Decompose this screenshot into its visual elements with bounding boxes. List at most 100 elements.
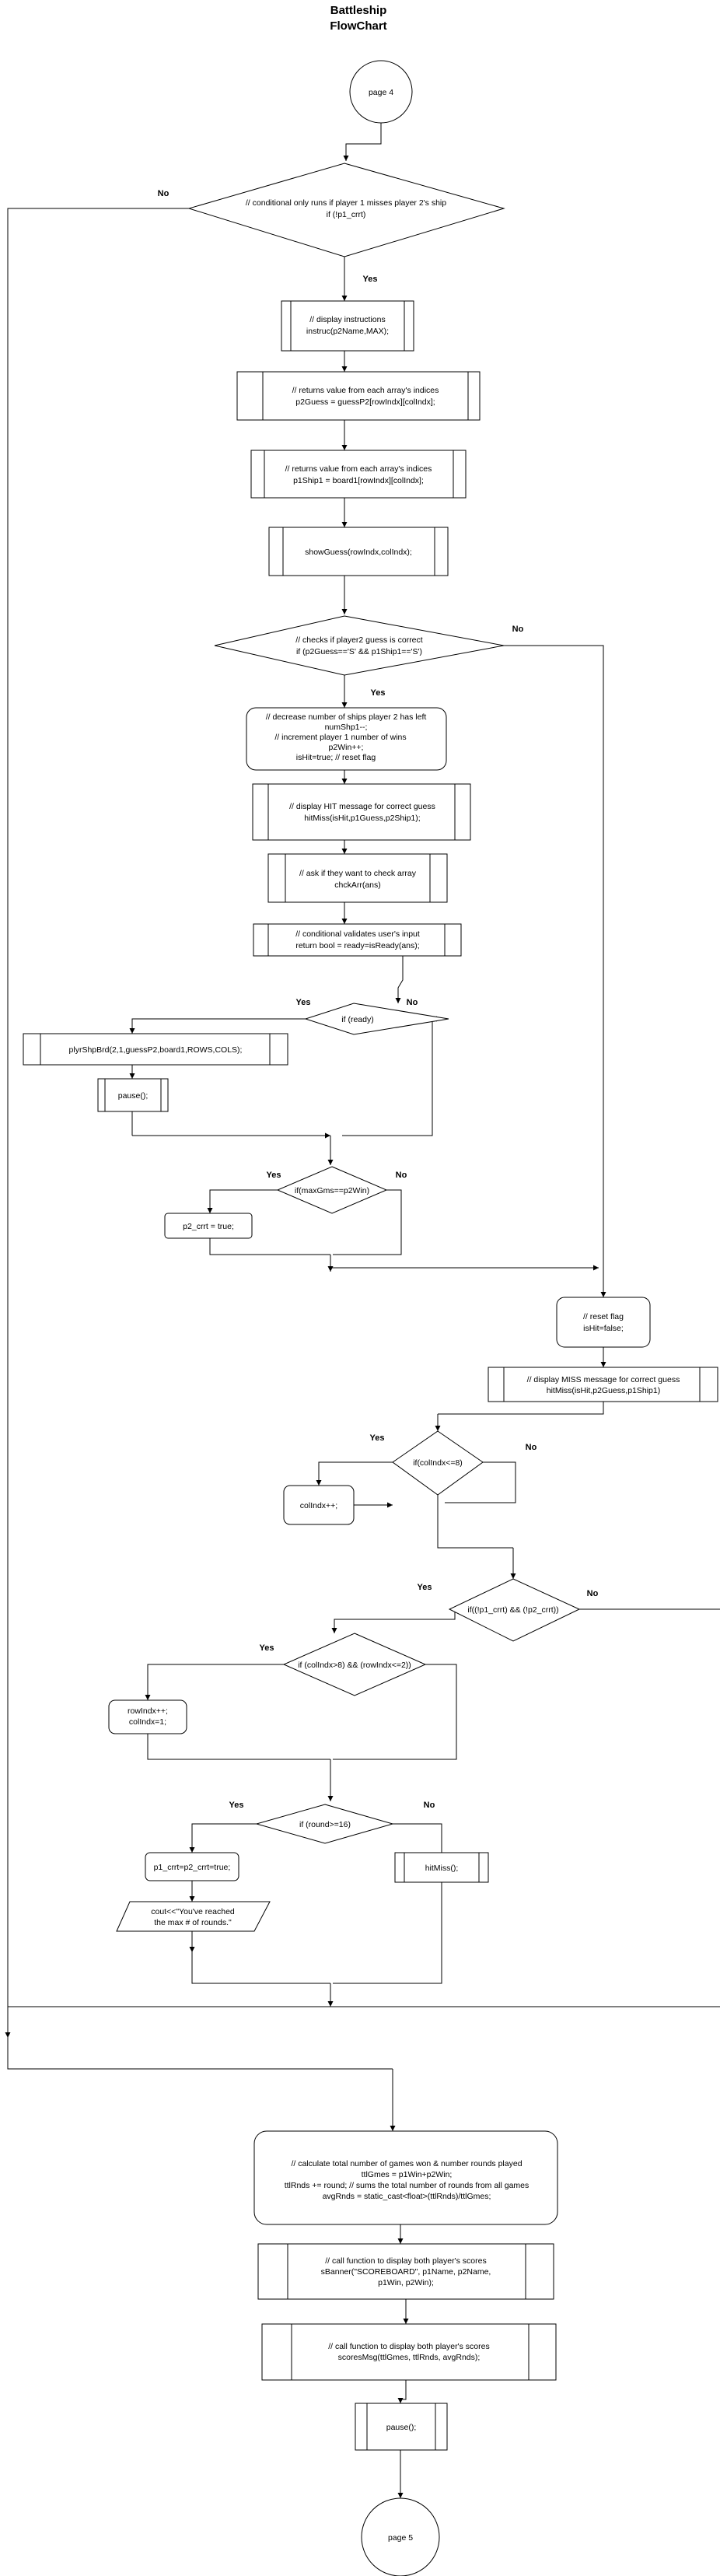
sbanner-line3: p1Win, p2Win); [378, 2278, 434, 2287]
hitmsg-line1: // display HIT message for correct guess [289, 802, 435, 811]
decision-p1-miss [187, 163, 505, 257]
subprocess-scoresmsg [261, 2323, 557, 2381]
subprocess-sbanner [257, 2243, 554, 2300]
missmsg-line1: // display MISS message for correct gues… [527, 1375, 680, 1384]
if-col-text: if(colIndx<=8) [413, 1458, 463, 1468]
edge-miss-left [438, 1402, 604, 1415]
instruc-line1: // display instructions [309, 315, 385, 324]
label-no-check: No [512, 625, 524, 634]
edge-left-to-calc [7, 2038, 393, 2070]
edge-cout-merge [191, 1931, 330, 1984]
label-no-both: No [587, 1589, 599, 1598]
edge-ifcol-yes [316, 1461, 393, 1486]
connector-page4 [349, 60, 413, 124]
if-both-text: if((!p1_crrt) && (!p2_crrt)) [467, 1605, 558, 1615]
subprocess-plyrshpbrd [23, 1033, 288, 1066]
pause1-text: pause(); [118, 1091, 149, 1101]
label-yes-check: Yes [371, 688, 386, 698]
label-no-ready: No [407, 998, 418, 1007]
rowinc-line2: colIndx=1; [129, 1717, 166, 1727]
hitmsg-line2: hitMiss(isHit,p1Guess,p2Ship1); [304, 814, 420, 823]
sbanner-line2: sBanner("SCOREBOARD", p1Name, p2Name, [321, 2267, 491, 2277]
instruc-line2: instruc(p2Name,MAX); [306, 327, 389, 336]
diagram-title-line2: FlowChart [330, 19, 386, 33]
edge-ifcolrow-no [333, 1664, 457, 1760]
p2crrt-text: p2_crrt = true; [183, 1222, 234, 1231]
edges [5, 123, 720, 2498]
p1ship-line1: // returns value from each array's indic… [285, 464, 432, 474]
p1ship-line2: p1Ship1 = board1[rowIndx][colIndx]; [293, 476, 424, 485]
process-p1crrt [145, 1852, 239, 1881]
edge-page4-to-cond [343, 123, 382, 161]
process-reset-flag [556, 1297, 651, 1348]
edge-rowinc-down [147, 1734, 330, 1760]
isready-line2: return bool = ready=isReady(ans); [295, 941, 419, 950]
cond-p1miss-line2: if (!p1_crrt) [327, 210, 366, 219]
edge-ready-ifready [395, 956, 404, 1003]
process-rowindx-inc [108, 1699, 187, 1734]
page5-text: page 5 [388, 2533, 413, 2543]
if-max-text: if(maxGms==p2Win) [295, 1186, 369, 1195]
edge-ifcol-no [445, 1461, 516, 1503]
decision-if-both-not-correct [448, 1578, 581, 1642]
edge-ifmax-no [333, 1189, 402, 1255]
decrease-line5: isHit=true; // reset flag [296, 753, 376, 762]
page4-text: page 4 [369, 88, 393, 97]
edge-check-no [504, 645, 604, 1244]
label-yes-round: Yes [229, 1801, 244, 1810]
decision-if-round [255, 1804, 394, 1844]
edge-ifround-no [393, 1823, 442, 1853]
decision-if-colindx [392, 1430, 484, 1496]
plyrshp-text: plyrShpBrd(2,1,guessP2,board1,ROWS,COLS)… [69, 1045, 243, 1055]
calc-line2: ttlGmes = p1Win+p2Win; [362, 2170, 453, 2179]
colinc-text: colIndx++; [300, 1501, 337, 1510]
process-colindx-inc [283, 1485, 355, 1525]
rowinc-line1: rowIndx++; [128, 1706, 168, 1716]
cout-line2: the max # of rounds." [154, 1918, 232, 1927]
missmsg-line2: hitMiss(isHit,p2Guess,p1Ship1) [547, 1386, 660, 1395]
label-yes-colrow: Yes [260, 1643, 274, 1653]
if-ready-text: if (ready) [341, 1015, 373, 1024]
subprocess-p2guess [236, 371, 481, 421]
label-yes-ready: Yes [296, 998, 311, 1007]
subprocess-isready [253, 923, 462, 957]
subprocess-p1ship [250, 450, 467, 499]
calc-line1: // calculate total number of games won &… [291, 2159, 522, 2168]
decision-if-ready [304, 1003, 449, 1035]
reset-flag-line1: // reset flag [583, 1312, 624, 1321]
calc-line4: avgRnds = static_cast<float>(ttlRnds)/tt… [323, 2192, 491, 2201]
subprocess-showguess [268, 527, 449, 576]
pause2-text: pause(); [386, 2423, 417, 2432]
edge-labels: No Yes No Yes Yes No Yes No Yes No Yes N… [158, 189, 599, 1810]
label-no-round: No [424, 1801, 435, 1810]
subprocess-hitmsg [252, 783, 471, 841]
check-guess-line2: if (p2Guess=='S' && p1Ship1=='S') [296, 647, 422, 656]
edge-ifboth-no-down [8, 2006, 720, 2007]
io-cout-max-rounds [116, 1901, 271, 1932]
showguess-text: showGuess(rowIndx,colIndx); [305, 548, 412, 557]
p1crrt-text: p1_crrt=p2_crrt=true; [154, 1863, 231, 1872]
p2guess-line1: // returns value from each array's indic… [292, 386, 439, 395]
subprocess-chckarr [267, 853, 448, 903]
p2guess-line2: p2Guess = guessP2[rowIndx][colIndx]; [295, 397, 435, 407]
edge-hitmiss-merge [333, 1882, 442, 1984]
decrease-line3: // increment player 1 number of wins [274, 733, 406, 742]
decrease-line1: // decrease number of ships player 2 has… [266, 712, 427, 722]
edge-scores-pause [397, 2380, 407, 2403]
sbanner-line1: // call function to display both player'… [325, 2256, 486, 2266]
hitmiss2-text: hitMiss(); [425, 1864, 459, 1873]
subprocess-pause-1 [97, 1078, 169, 1112]
cout-line1: cout<<"You've reached [151, 1907, 235, 1916]
edge-ifcol-merge [437, 1495, 513, 1549]
shapes [23, 60, 718, 2576]
check-guess-line1: // checks if player2 guess is correct [295, 635, 422, 645]
label-no-max: No [396, 1171, 407, 1180]
decrease-line4: p2Win++; [329, 743, 364, 752]
isready-line1: // conditional validates user's input [295, 929, 420, 939]
reset-flag-line2: isHit=false; [583, 1324, 624, 1333]
edge-ifcolrow-yes [145, 1664, 284, 1700]
edge-cond-no-left [7, 208, 189, 2007]
edge-ifmax-yes [207, 1189, 278, 1213]
label-yes-both: Yes [418, 1583, 432, 1592]
label-no-col: No [526, 1443, 537, 1452]
